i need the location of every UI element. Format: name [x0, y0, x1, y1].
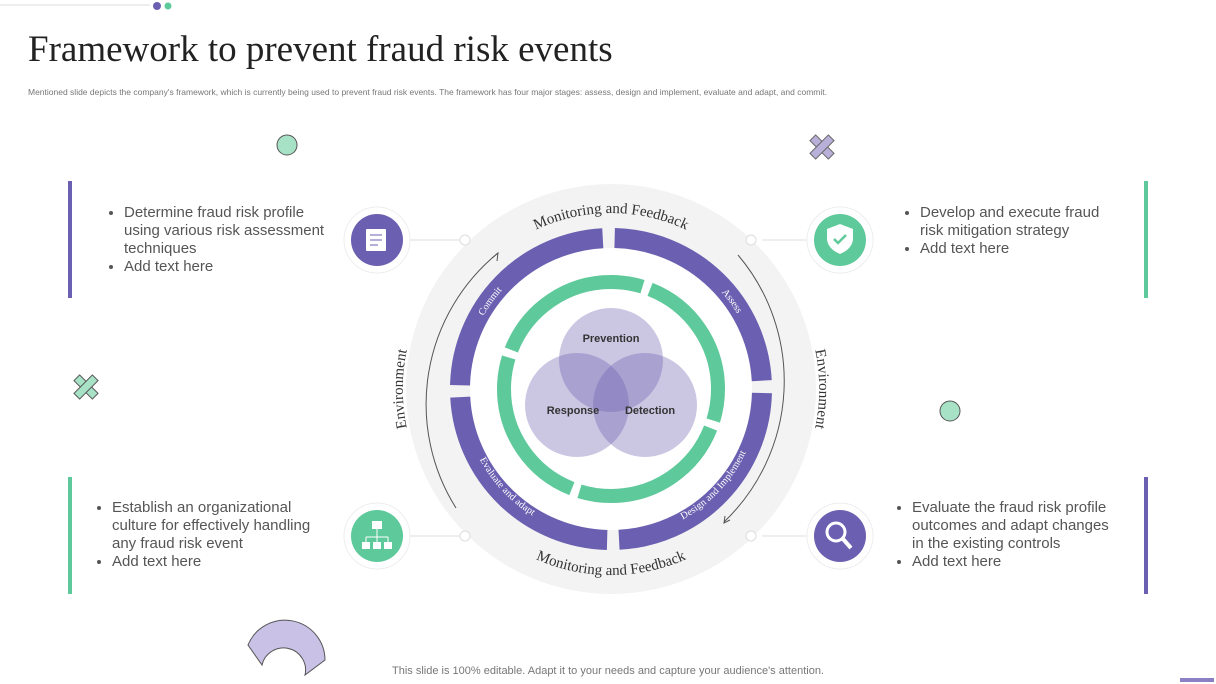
dot-green [164, 2, 172, 10]
deco-cross-green [73, 374, 99, 400]
accent-bar-4 [1144, 477, 1148, 594]
text-box-1: Determine fraud risk profile using vario… [72, 204, 326, 276]
bullet: Add text here [112, 553, 314, 571]
bullet: Determine fraud risk profile using vario… [124, 204, 326, 258]
arrow-left [425, 252, 499, 509]
accent-bar-1 [68, 181, 72, 298]
label-left: Environment [391, 347, 411, 430]
bullet: Add text here [912, 553, 1114, 571]
venn-label-prevention: Prevention [583, 333, 640, 345]
venn-label-detection: Detection [625, 405, 675, 417]
deco-bar [1180, 678, 1214, 682]
deco-circle-green [276, 134, 298, 156]
footer-note: This slide is 100% editable. Adapt it to… [392, 665, 824, 677]
bullet: Evaluate the fraud risk profile outcomes… [912, 499, 1114, 553]
venn [525, 308, 697, 457]
venn-response [525, 353, 629, 457]
bullet: Add text here [920, 240, 1122, 258]
page-title: Framework to prevent fraud risk events [28, 29, 613, 70]
bullet: Develop and execute fraud risk mitigatio… [920, 204, 1122, 240]
deco-cross-purple [809, 134, 835, 160]
text-box-4: Evaluate the fraud risk profile outcomes… [860, 499, 1114, 571]
magnifier-user-icon [814, 510, 866, 562]
accent-bar-2 [1144, 181, 1148, 298]
text-box-2: Develop and execute fraud risk mitigatio… [868, 204, 1122, 258]
connectors [405, 239, 812, 537]
deco-circle-green-2 [939, 400, 961, 422]
icon-circles [343, 206, 874, 570]
bullet: Add text here [124, 258, 326, 276]
accent-bar-3 [68, 477, 72, 594]
deco-arc [247, 619, 326, 677]
green-ring [497, 275, 725, 503]
venn-label-response: Response [547, 405, 600, 417]
text-box-3: Establish an organizational culture for … [60, 499, 314, 571]
label-right: Environment [811, 348, 831, 431]
venn-detection [593, 353, 697, 457]
venn-prevention [559, 308, 663, 412]
bullet: Establish an organizational culture for … [112, 499, 314, 553]
dot-purple [153, 2, 161, 10]
subtitle: Mentioned slide depicts the company's fr… [28, 87, 827, 97]
arrow-right [723, 254, 785, 523]
